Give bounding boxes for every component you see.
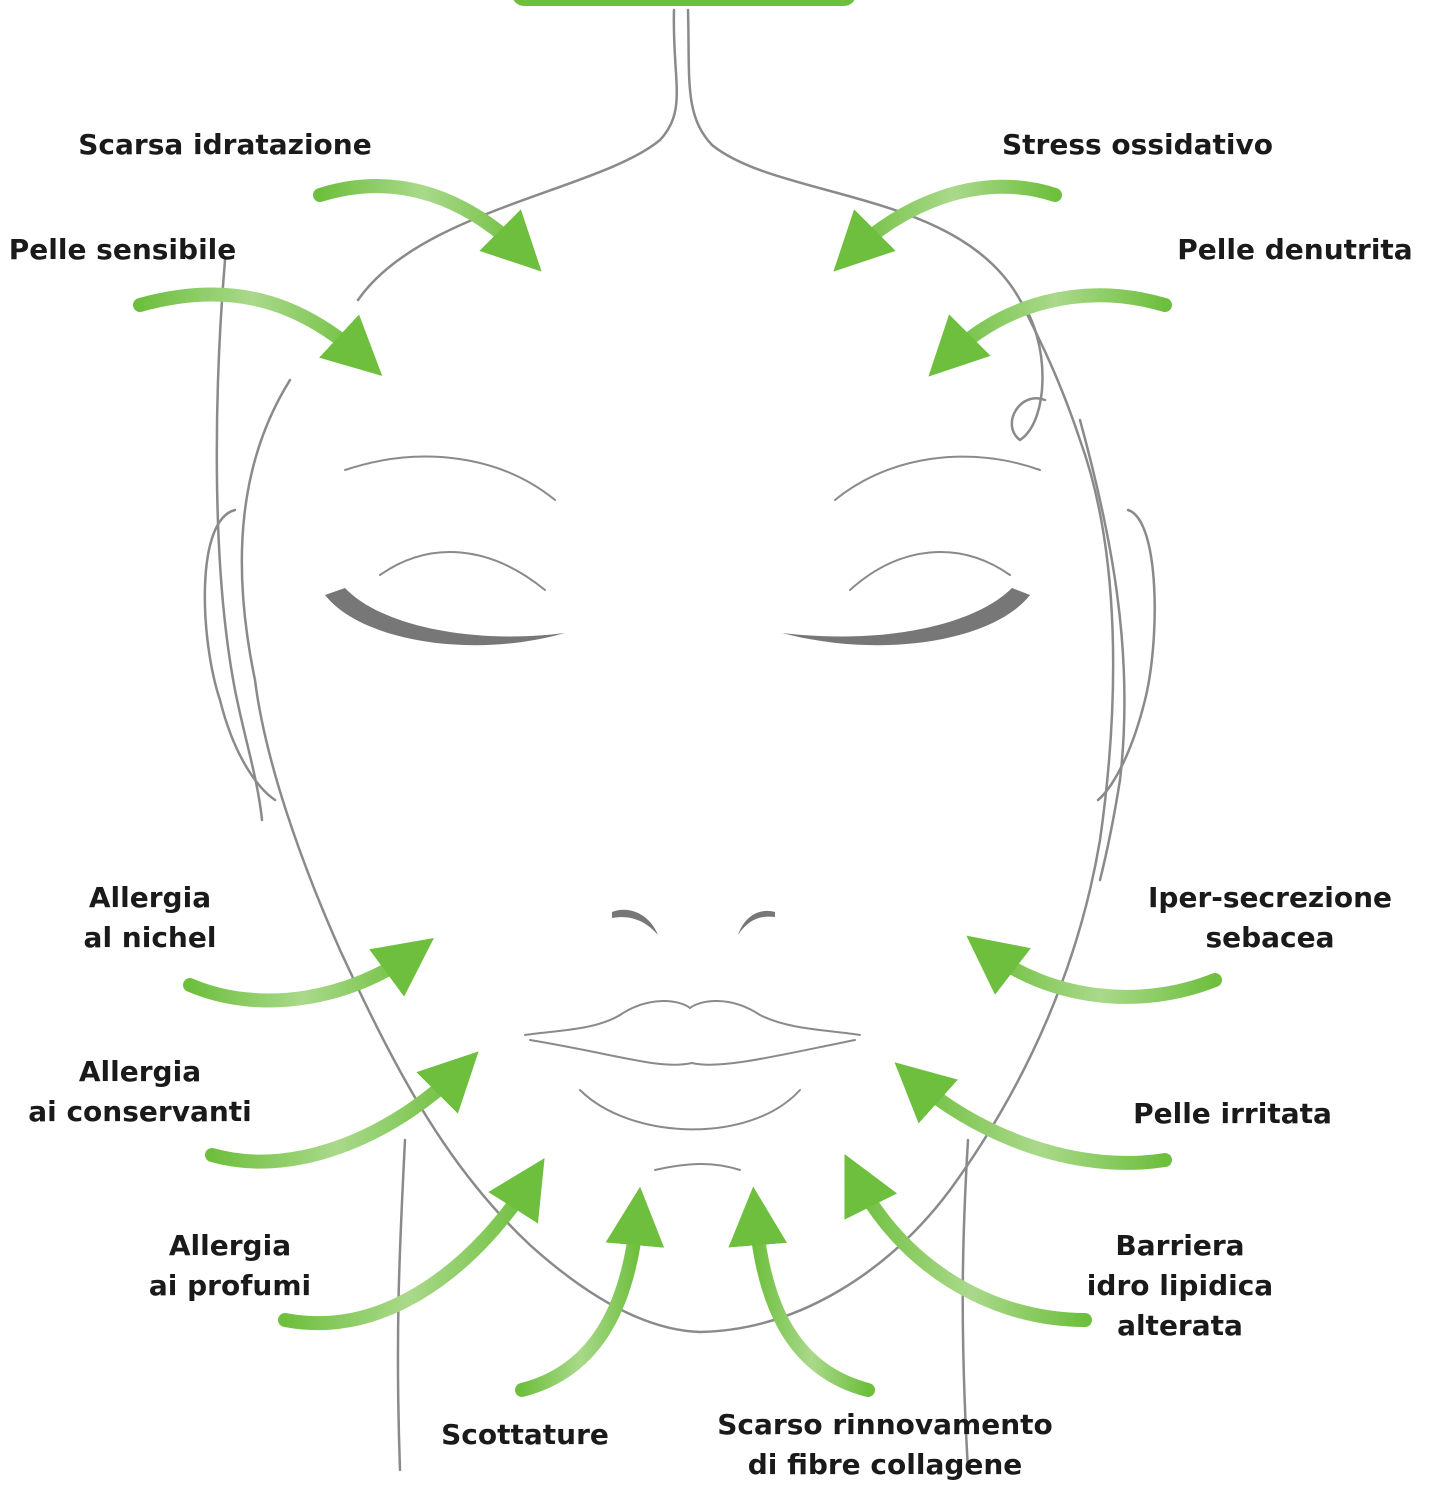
arrow-scottature xyxy=(522,1210,638,1390)
nostril-right xyxy=(738,911,775,935)
eyebrow-left xyxy=(345,457,555,500)
chin-line xyxy=(655,1164,740,1170)
arrow-allergia-nichel xyxy=(190,952,415,1000)
arrow-stress-ossidativo xyxy=(850,187,1055,255)
label-iper-secrezione: Iper-secrezione sebacea xyxy=(1140,878,1400,958)
label-pelle-denutrita: Pelle denutrita xyxy=(1170,230,1420,270)
upper-lip xyxy=(525,1001,860,1035)
lip-line xyxy=(530,1040,855,1065)
face-outline xyxy=(242,300,1113,1332)
label-allergia-profumi: Allergia ai profumi xyxy=(130,1226,330,1306)
label-scarsa-idratazione: Scarsa idratazione xyxy=(70,125,380,165)
label-barriera: Barriera idro lipidica alterata xyxy=(1070,1226,1290,1346)
nostril-left xyxy=(612,910,658,935)
label-scottature: Scottature xyxy=(430,1415,620,1455)
hair-right xyxy=(1080,420,1124,880)
eyebrow-right xyxy=(835,457,1040,500)
hair-left xyxy=(217,260,262,820)
label-pelle-sensibile: Pelle sensibile xyxy=(0,230,245,270)
label-pelle-irritata: Pelle irritata xyxy=(1120,1094,1345,1134)
lower-lip xyxy=(580,1090,800,1129)
eye-right xyxy=(782,588,1030,645)
eye-crease-left xyxy=(380,552,545,590)
arrow-pelle-sensibile xyxy=(140,294,365,360)
label-scarso-rinnovamento: Scarso rinnovamento di fibre collagene xyxy=(700,1405,1070,1485)
label-allergia-conservanti: Allergia ai conservanti xyxy=(15,1052,265,1132)
eye-crease-right xyxy=(850,552,1010,590)
arrow-pelle-denutrita xyxy=(945,295,1165,360)
eye-left xyxy=(325,588,565,645)
arrow-scarso-rinnovamento xyxy=(755,1210,868,1390)
ear-left xyxy=(205,510,275,800)
arrow-barriera xyxy=(855,1175,1085,1320)
label-allergia-nichel: Allergia al nichel xyxy=(55,878,245,958)
label-stress-ossidativo: Stress ossidativo xyxy=(990,125,1285,165)
hair-line-right xyxy=(688,10,1045,440)
